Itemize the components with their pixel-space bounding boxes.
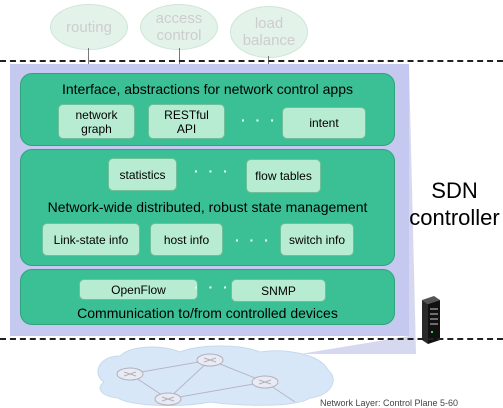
server-icon bbox=[422, 296, 440, 344]
app-access-control: access control bbox=[140, 4, 218, 50]
communication-layer: Communication to/from controlled devices bbox=[20, 269, 395, 325]
interface-ellipsis: · · · bbox=[241, 112, 278, 128]
restful-api-box: RESTful API bbox=[148, 104, 225, 139]
interface-layer-title: Interface, abstractions for network cont… bbox=[61, 81, 354, 97]
state-top-ellipsis: · · · bbox=[194, 163, 231, 179]
statistics-box: statistics bbox=[108, 158, 177, 191]
app-load-balance: load balance bbox=[230, 6, 308, 58]
sdn-controller-label: SDN controller bbox=[409, 178, 500, 230]
link-state-info-box: Link-state info bbox=[42, 223, 140, 256]
network-graph-box: network graph bbox=[58, 104, 135, 139]
state-bottom-ellipsis: · · · bbox=[235, 232, 272, 248]
northbound-boundary-line bbox=[0, 60, 503, 62]
openflow-box: OpenFlow bbox=[79, 279, 198, 300]
flow-tables-box: flow tables bbox=[246, 159, 321, 193]
intent-box: intent bbox=[282, 107, 366, 139]
communication-layer-title: Communication to/from controlled devices bbox=[77, 305, 338, 321]
host-info-box: host info bbox=[150, 223, 223, 256]
slide-footer: Network Layer: Control Plane 5-60 bbox=[320, 398, 459, 408]
snmp-box: SNMP bbox=[231, 279, 326, 302]
switch-info-box: switch info bbox=[280, 223, 354, 256]
communication-ellipsis: · · · bbox=[194, 279, 231, 295]
southbound-boundary-line bbox=[0, 338, 503, 340]
network-cloud bbox=[97, 345, 334, 406]
app-routing: routing bbox=[50, 4, 128, 50]
state-layer-title: Network-wide distributed, robust state m… bbox=[47, 199, 368, 215]
